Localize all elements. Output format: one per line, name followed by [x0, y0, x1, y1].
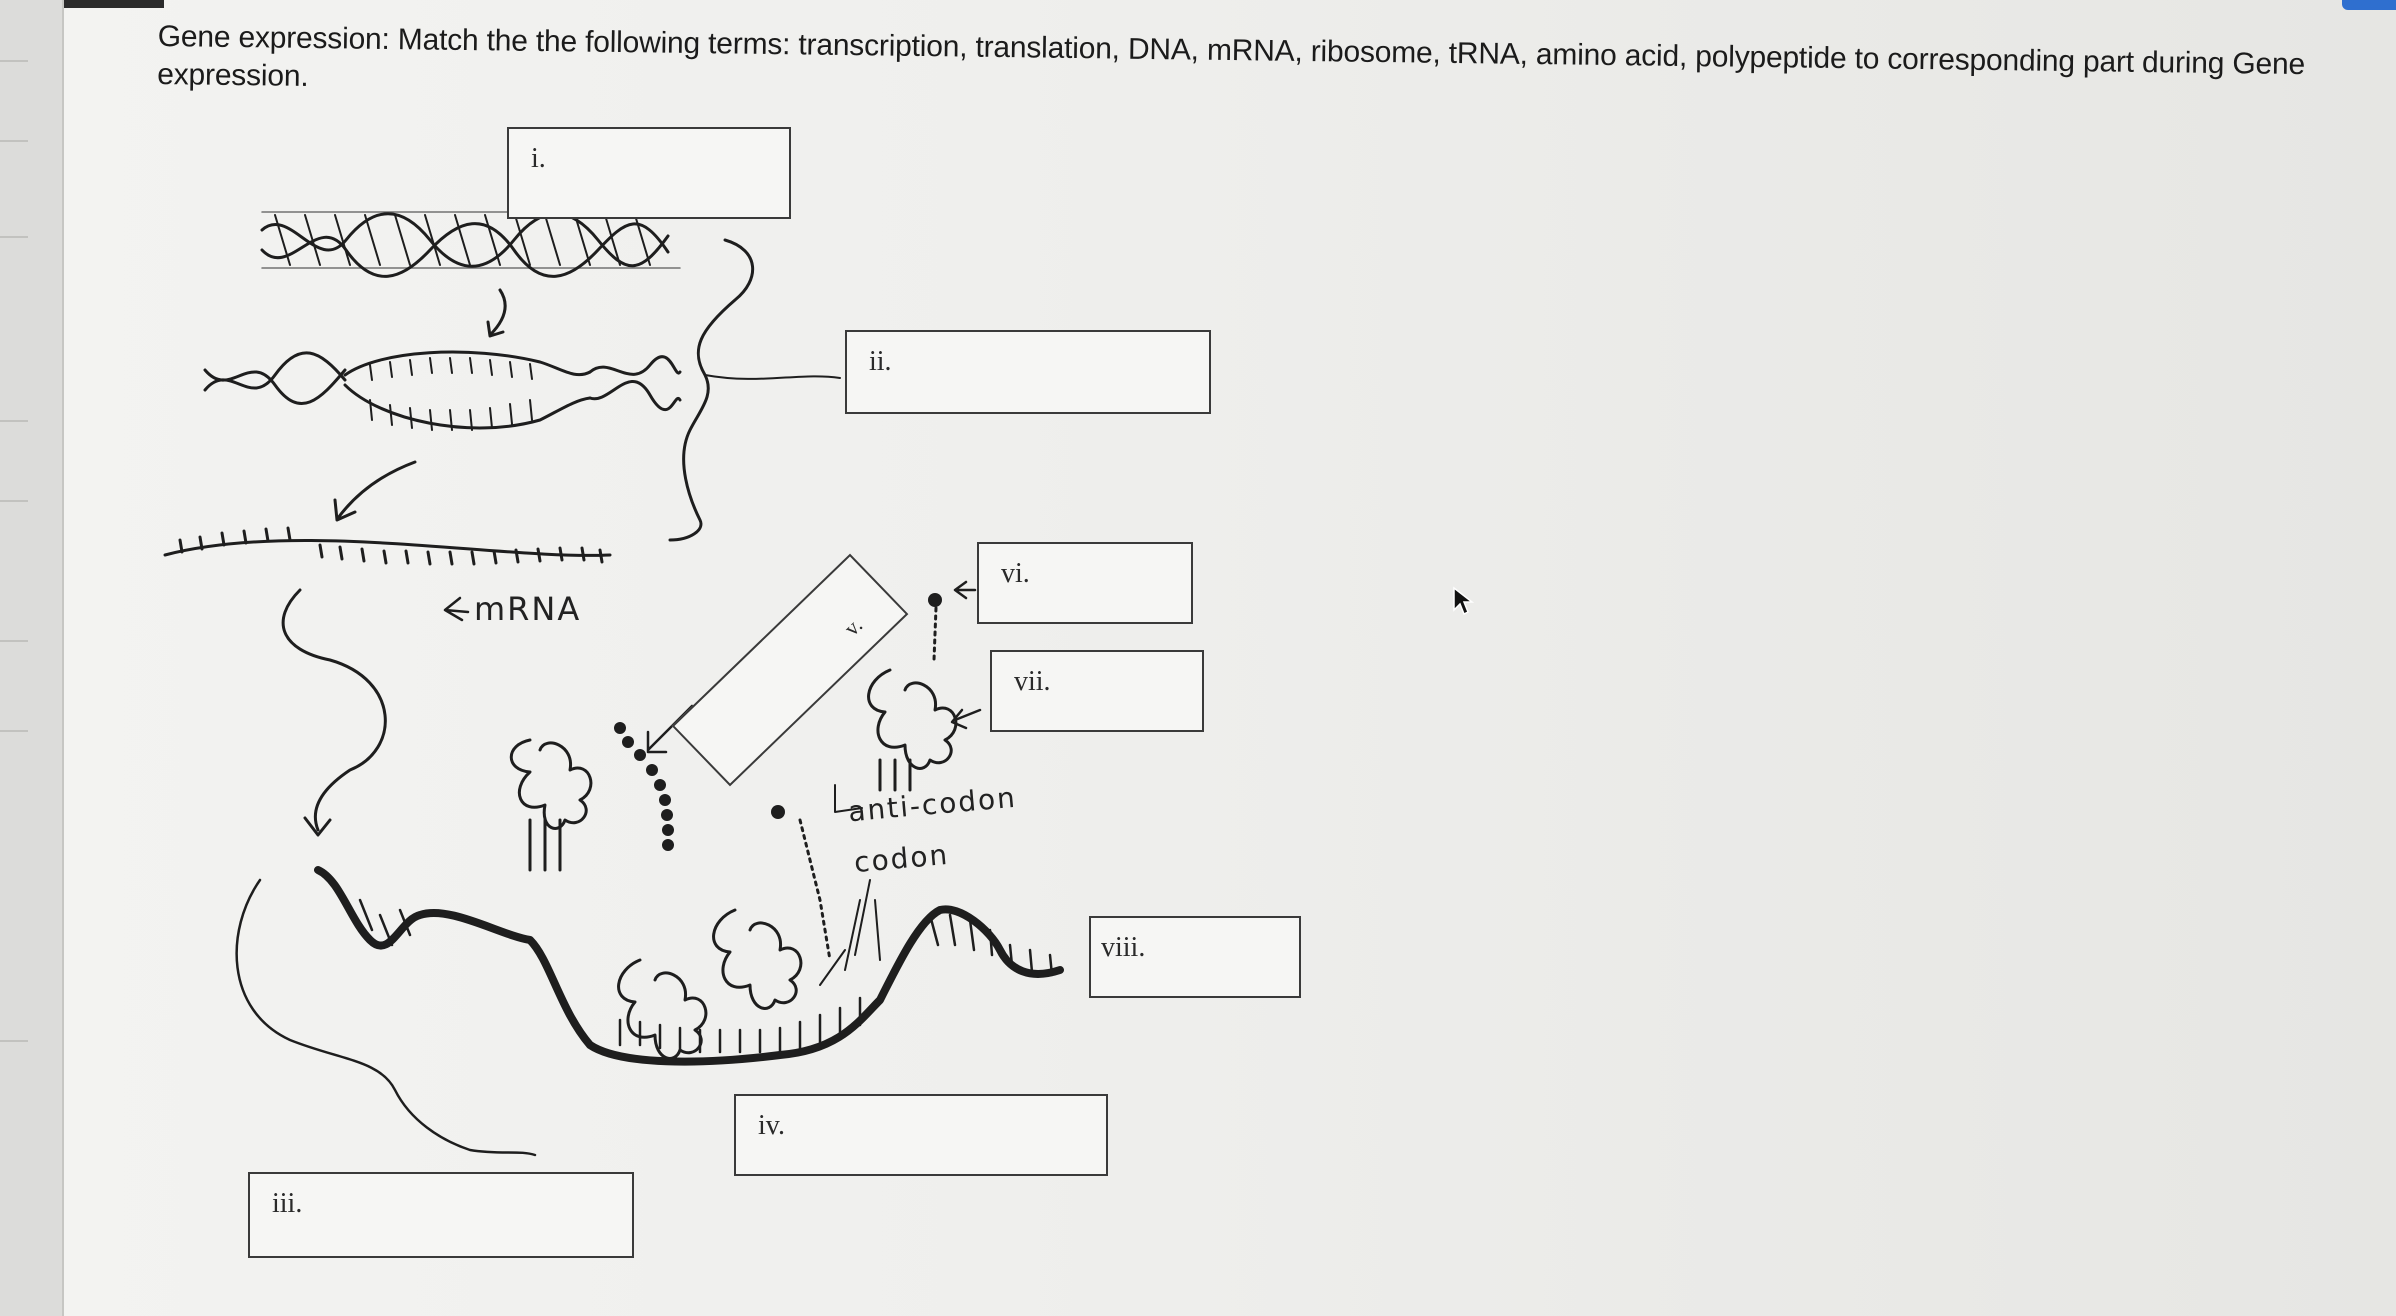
- answer-box-label: vii.: [1014, 666, 1051, 697]
- arrow-down: [486, 288, 507, 338]
- answer-box-iv[interactable]: iv.: [734, 1094, 1108, 1176]
- answer-input-viii[interactable]: [1181, 930, 1287, 968]
- answer-box-iii[interactable]: iii.: [248, 1172, 634, 1258]
- transcription-bubble: [203, 350, 682, 431]
- codon-ticks: [358, 898, 1054, 1054]
- arrow-to-mrna: [333, 460, 417, 522]
- mrna-label: mRNA: [474, 590, 582, 628]
- answer-box-label: i.: [531, 143, 546, 174]
- sidebar-divider: [0, 640, 28, 642]
- answer-box-label: v.: [838, 612, 868, 641]
- left-sidebar-strip: [0, 0, 64, 1316]
- anticodon-pointer: [819, 784, 863, 986]
- answer-box-viii[interactable]: viii.: [1089, 916, 1301, 998]
- ribosome-mrna: [314, 866, 1064, 1066]
- arrow-to-vi: [953, 580, 977, 600]
- answer-box-ii[interactable]: ii.: [845, 330, 1211, 414]
- trna-shapes: [509, 668, 958, 1060]
- dna-double-helix: [260, 211, 681, 278]
- arrow-to-vii: [950, 708, 982, 730]
- transcription-bracket: [668, 238, 754, 542]
- arrow-cursor-icon: [1453, 586, 1475, 616]
- answer-box-label: iii.: [272, 1188, 303, 1219]
- answer-box-label: vi.: [1001, 558, 1030, 589]
- answer-box-vi[interactable]: vi.: [977, 542, 1193, 624]
- ribosome-bracket: [235, 878, 537, 1157]
- sidebar-divider: [0, 500, 28, 502]
- top-toolbar-edge: [64, 0, 164, 8]
- bracket-leader: [704, 374, 841, 380]
- codon-pointer: [854, 879, 881, 961]
- answer-input-i[interactable]: [599, 141, 777, 179]
- answer-input-vii[interactable]: [1082, 664, 1190, 702]
- sidebar-divider: [0, 236, 28, 238]
- sidebar-divider: [0, 1040, 28, 1042]
- top-right-button[interactable]: [2342, 0, 2396, 10]
- answer-input-ii[interactable]: [937, 344, 1197, 382]
- sidebar-divider: [0, 140, 28, 142]
- answer-box-vii[interactable]: vii.: [990, 650, 1204, 732]
- answer-box-i[interactable]: i.: [507, 127, 791, 219]
- sidebar-divider: [0, 420, 28, 422]
- dotted-chain: [798, 606, 938, 962]
- amino-acid-chain: [614, 593, 942, 851]
- sidebar-divider: [0, 730, 28, 732]
- answer-box-label: iv.: [758, 1110, 785, 1141]
- mrna-pointer-arrow: [443, 596, 470, 622]
- answer-input-vi[interactable]: [1069, 556, 1179, 594]
- mrna-strand: [163, 526, 612, 566]
- answer-box-label: ii.: [869, 346, 892, 377]
- answer-input-iii[interactable]: [340, 1186, 620, 1224]
- translation-curve: [281, 588, 387, 837]
- worksheet-page: [64, 0, 2396, 1316]
- sidebar-divider: [0, 60, 28, 62]
- answer-input-iv[interactable]: [826, 1108, 1094, 1146]
- answer-box-label: viii.: [1101, 932, 1146, 963]
